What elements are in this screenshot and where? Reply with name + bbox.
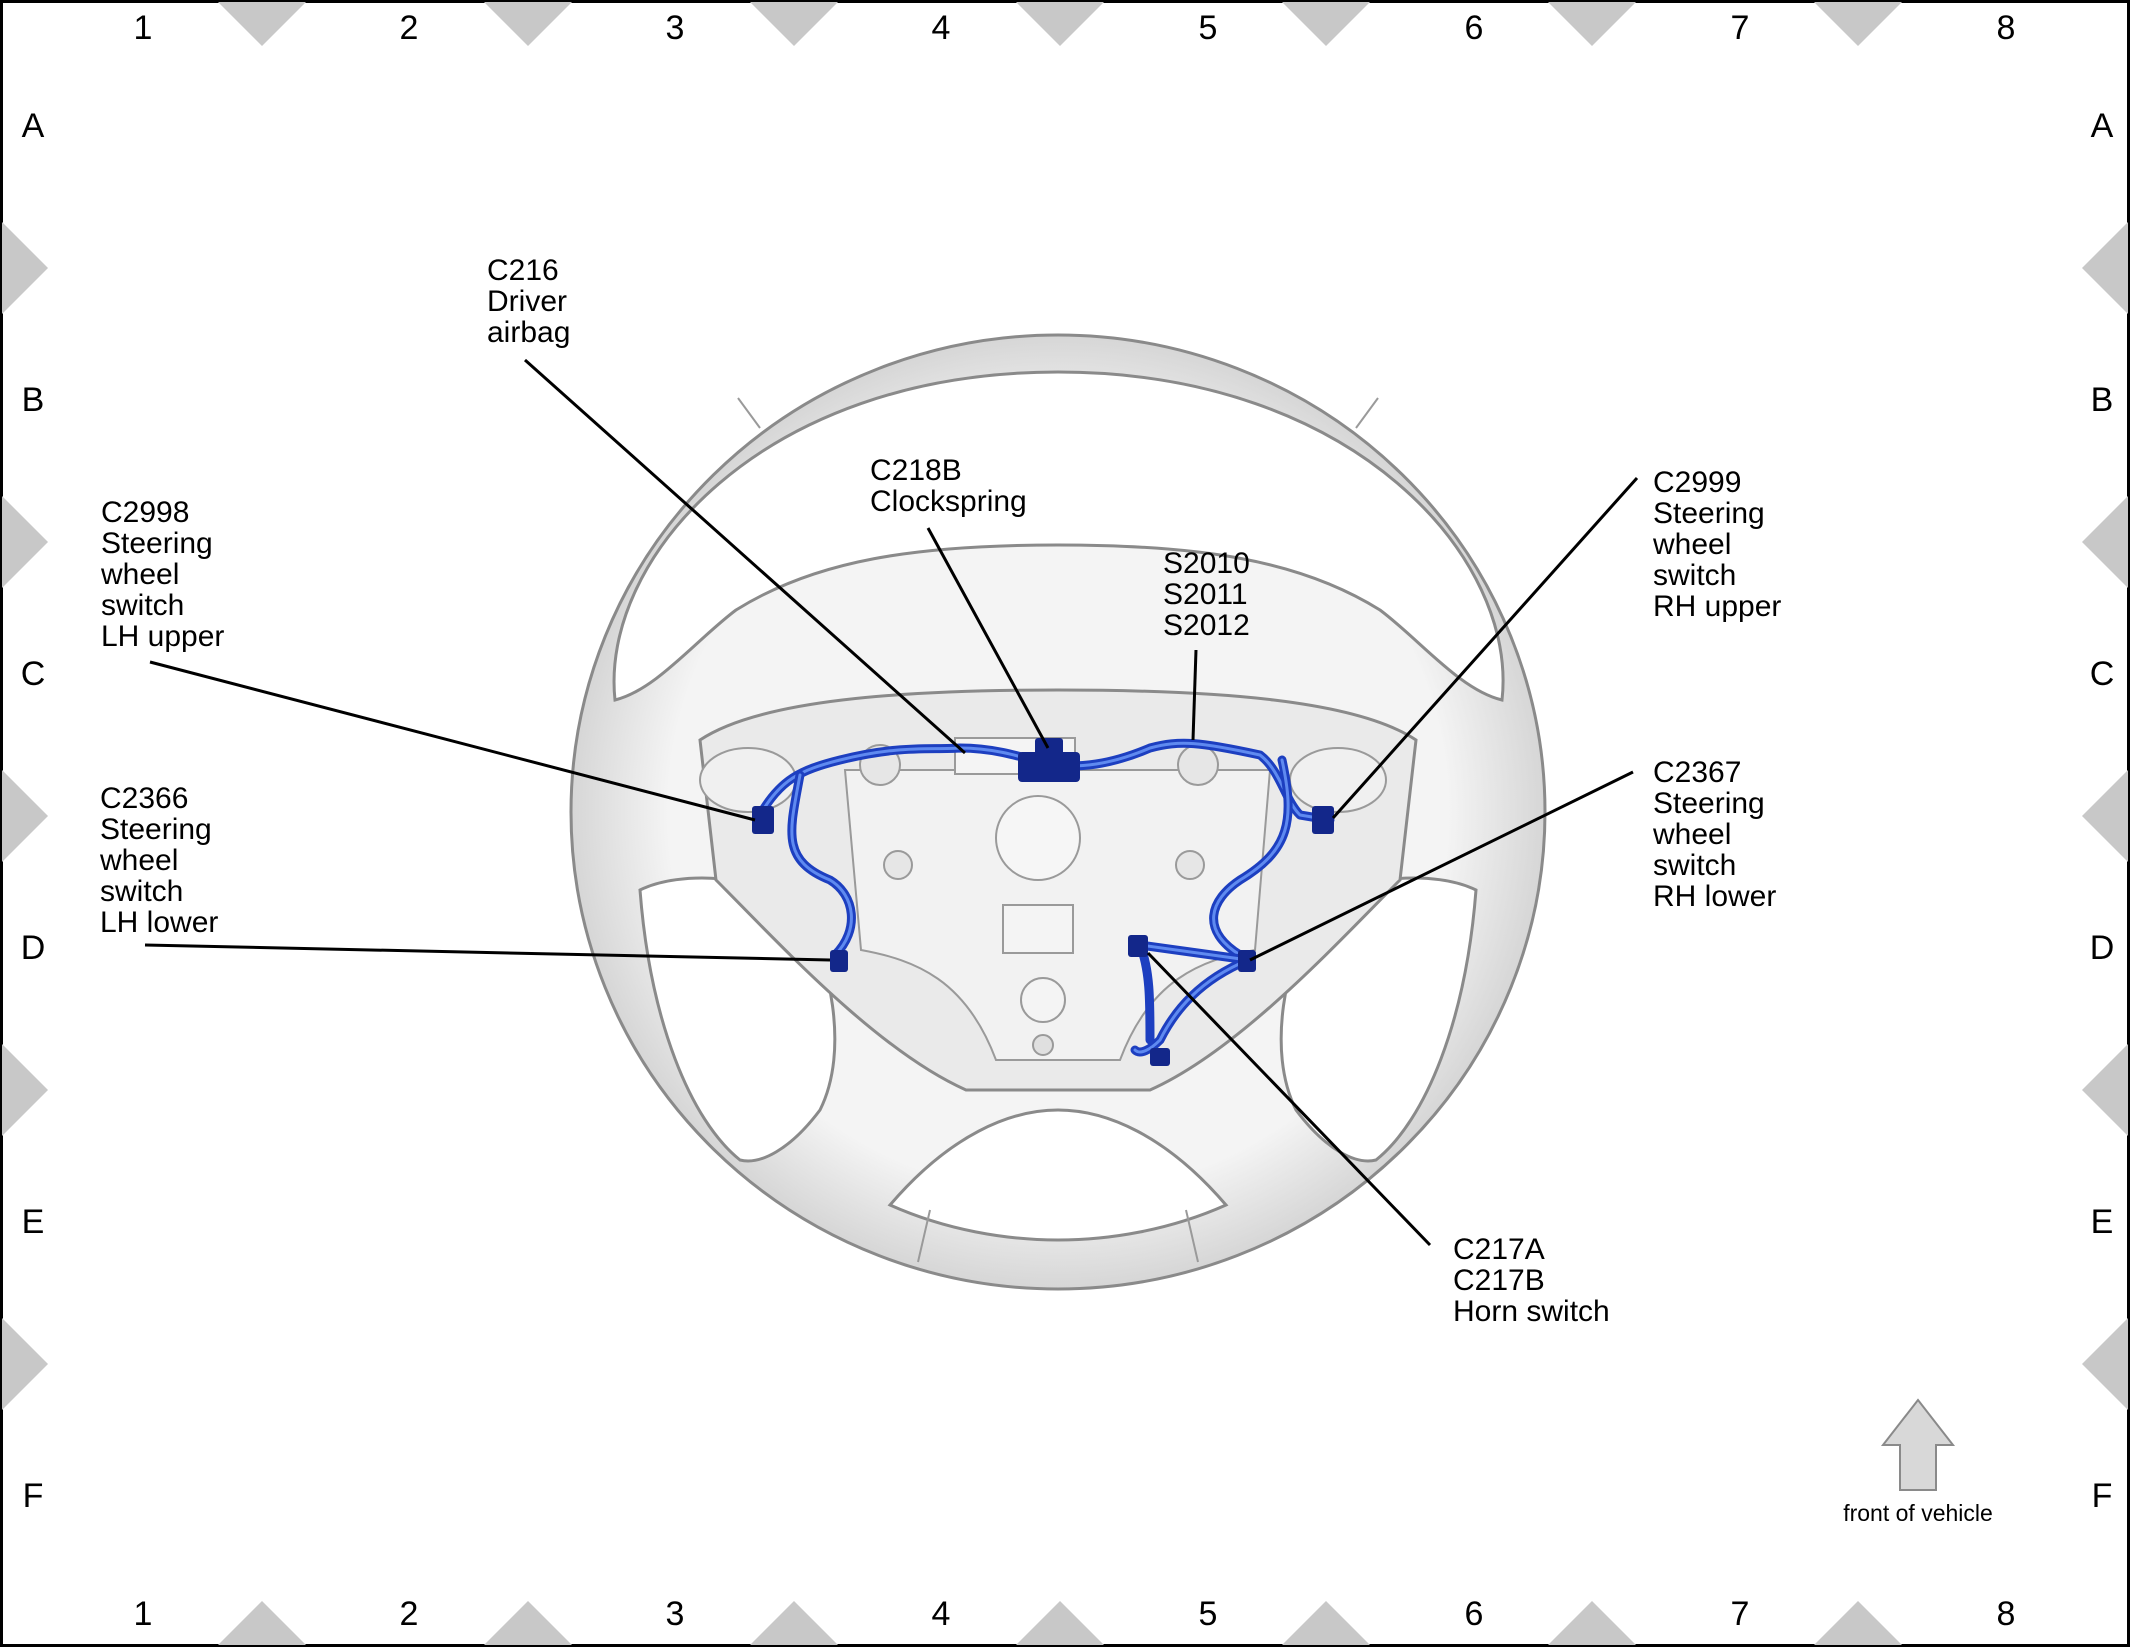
connector-c2367 xyxy=(1238,950,1256,972)
callout-c216: C216 Driver airbag xyxy=(487,254,570,349)
connector-c217a xyxy=(1128,935,1148,957)
column-label: 7 xyxy=(1731,9,1750,47)
wiring-harness xyxy=(752,738,1335,1066)
callout-splices: S2010 S2011 S2012 xyxy=(1163,547,1250,642)
label-line: Steering xyxy=(1653,787,1765,820)
connector-c218b xyxy=(1035,738,1063,758)
row-label: E xyxy=(22,1203,45,1241)
label-line: Steering xyxy=(101,527,213,560)
label-line: C2999 xyxy=(1653,466,1741,499)
wheel-bottom-opening xyxy=(887,1108,1229,1242)
up-arrow-icon xyxy=(1880,1398,1956,1491)
grid-rows-right: A B C D E F xyxy=(2090,107,2115,1515)
row-label: D xyxy=(21,929,46,967)
label-line: C217B xyxy=(1453,1264,1545,1297)
label-line: Horn switch xyxy=(1453,1295,1610,1328)
leader-lines xyxy=(144,358,1639,1247)
label-line: C217A xyxy=(1453,1233,1545,1266)
row-label: A xyxy=(22,107,45,145)
column-label: 3 xyxy=(666,9,685,47)
column-label: 2 xyxy=(400,9,419,47)
callout-c2366: C2366 Steering wheel switch LH lower xyxy=(99,782,218,939)
callout-c2999: C2999 Steering wheel switch RH upper xyxy=(1652,466,1781,623)
label-line: airbag xyxy=(487,316,570,349)
rh-switch-pod xyxy=(1289,747,1387,813)
front-of-vehicle-indicator: front of vehicle xyxy=(1843,1398,1993,1526)
label-line: C2367 xyxy=(1653,756,1741,789)
callout-c217: C217A C217B Horn switch xyxy=(1453,1233,1610,1328)
column-label: 3 xyxy=(666,1595,685,1633)
callout-c2367: C2367 Steering wheel switch RH lower xyxy=(1652,756,1776,913)
label-line: C218B xyxy=(870,454,962,487)
column-label: 1 xyxy=(134,9,153,47)
column-label: 8 xyxy=(1997,9,2016,47)
row-label: B xyxy=(22,381,45,419)
row-label: C xyxy=(2090,655,2115,693)
label-line: C2366 xyxy=(100,782,188,815)
grid-columns-top: 1 2 3 4 5 6 7 8 xyxy=(134,9,2016,47)
label-line: S2012 xyxy=(1163,609,1250,642)
wheel-upper-opening xyxy=(612,370,1505,702)
label-line: switch xyxy=(1653,849,1736,882)
label-line: wheel xyxy=(1652,528,1731,561)
label-line: Driver xyxy=(487,285,567,318)
column-label: 1 xyxy=(134,1595,153,1633)
label-line: switch xyxy=(1653,559,1736,592)
connector-c2366 xyxy=(830,950,848,972)
label-line: C216 xyxy=(487,254,559,287)
callout-c218b: C218B Clockspring xyxy=(870,454,1027,518)
column-label: 4 xyxy=(932,1595,951,1633)
label-line: switch xyxy=(101,589,184,622)
lh-switch-pod xyxy=(699,747,797,813)
label-line: Steering xyxy=(100,813,212,846)
label-line: S2011 xyxy=(1163,578,1248,611)
column-label: 8 xyxy=(1997,1595,2016,1633)
row-label: F xyxy=(23,1477,44,1515)
label-line: wheel xyxy=(100,558,179,591)
steering-wheel xyxy=(569,333,1547,1291)
label-line: S2010 xyxy=(1163,547,1250,580)
row-label: F xyxy=(2092,1477,2113,1515)
front-of-vehicle-label: front of vehicle xyxy=(1843,1500,1993,1526)
label-line: C2998 xyxy=(101,496,189,529)
row-label: E xyxy=(2091,1203,2114,1241)
grid-rows-left: A B C D E F xyxy=(21,107,46,1515)
column-label: 4 xyxy=(932,9,951,47)
row-label: B xyxy=(2091,381,2114,419)
row-label: A xyxy=(2091,107,2114,145)
label-line: Clockspring xyxy=(870,485,1027,518)
grid-columns-bottom: 1 2 3 4 5 6 7 8 xyxy=(134,1595,2016,1633)
callout-c2998: C2998 Steering wheel switch LH upper xyxy=(100,496,224,653)
column-label: 5 xyxy=(1199,1595,1218,1633)
label-line: wheel xyxy=(99,844,178,877)
row-label: C xyxy=(21,655,46,693)
label-line: wheel xyxy=(1652,818,1731,851)
column-label: 2 xyxy=(400,1595,419,1633)
label-line: RH lower xyxy=(1653,880,1776,913)
column-label: 7 xyxy=(1731,1595,1750,1633)
connector-c2998 xyxy=(752,806,774,834)
label-line: LH upper xyxy=(101,620,224,653)
connector-c217b xyxy=(1150,1048,1170,1066)
label-line: switch xyxy=(100,875,183,908)
connector-c216 xyxy=(1018,752,1080,782)
column-label: 6 xyxy=(1465,9,1484,47)
label-line: Steering xyxy=(1653,497,1765,530)
row-label: D xyxy=(2090,929,2115,967)
label-line: RH upper xyxy=(1653,590,1781,623)
column-label: 5 xyxy=(1199,9,1218,47)
column-label: 6 xyxy=(1465,1595,1484,1633)
label-line: LH lower xyxy=(100,906,218,939)
connector-c2999 xyxy=(1312,806,1334,834)
